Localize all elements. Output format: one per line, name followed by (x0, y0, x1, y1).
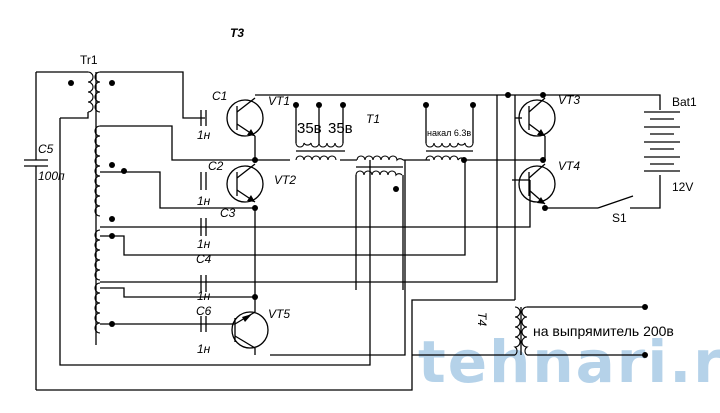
vt3-label: VT3 (558, 93, 580, 107)
transistor-vt2 (226, 163, 264, 203)
transformer-t4 (513, 304, 648, 358)
c5-label: C5 (38, 142, 54, 156)
t1-label: T1 (366, 112, 380, 126)
c1-value: 1н (197, 128, 211, 142)
wires (36, 71, 661, 391)
c2-label: C2 (208, 159, 224, 173)
c1-label: C1 (212, 89, 227, 103)
switch-label: S1 (612, 211, 627, 225)
vt5-label: VT5 (268, 307, 290, 321)
transformer-t1 (293, 102, 476, 290)
transistor-vt3 (518, 97, 556, 160)
c2-value: 1н (197, 194, 211, 208)
battery-label: Bat1 (672, 95, 697, 109)
transistor-vt1 (226, 97, 264, 160)
t1-winding-35v-1: 35в (297, 120, 322, 137)
battery-voltage: 12V (672, 180, 693, 194)
capacitor-c2 (200, 172, 207, 190)
c6-value: 1н (197, 342, 211, 356)
title-label: T3 (230, 26, 244, 40)
c4-value: 1н (197, 289, 211, 303)
capacitor-c5 (24, 72, 48, 390)
vt2-label: VT2 (274, 173, 296, 187)
t4-label: T4 (475, 312, 489, 326)
c5-value: 100п (38, 169, 65, 183)
c3-value: 1н (197, 237, 211, 251)
vt1-label: VT1 (268, 94, 290, 108)
capacitor-c3 (200, 218, 207, 236)
c3-label: C3 (220, 206, 236, 220)
transformer-tr1 (68, 71, 127, 345)
t1-winding-35v-2: 35в (328, 120, 353, 137)
capacitor-c1 (200, 110, 207, 126)
transistor-vt4 (518, 163, 556, 205)
c6-label: C6 (196, 304, 212, 318)
tr1-label: Tr1 (80, 53, 98, 67)
c4-label: C4 (196, 252, 212, 266)
t1-heater-label: накал 6.3в (427, 128, 471, 138)
battery-bat1 (644, 111, 680, 172)
switch-s1 (597, 195, 634, 209)
vt4-label: VT4 (558, 159, 580, 173)
output-label: на выпрямитель 200в (533, 323, 674, 339)
capacitor-c4 (200, 275, 207, 292)
transistor-vt5 (231, 297, 269, 355)
capacitor-c6 (200, 316, 207, 332)
watermark: tehnari.ru (418, 328, 720, 396)
